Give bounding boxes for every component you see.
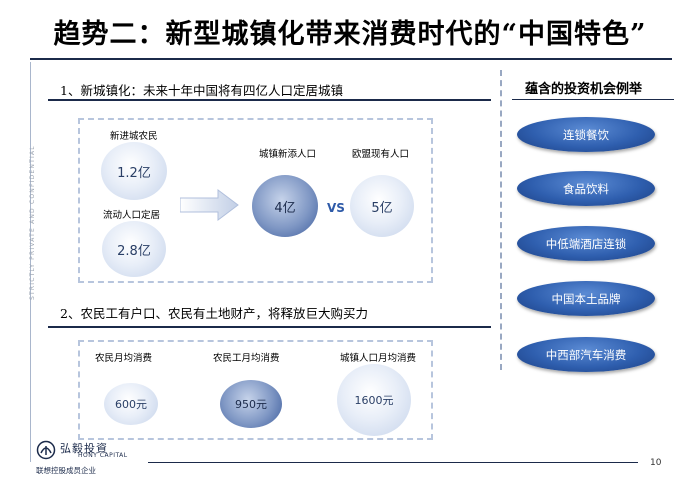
title-divider: [30, 58, 672, 60]
footer-divider: [148, 462, 638, 463]
opportunity-item: 连锁餐饮: [517, 117, 655, 152]
new-migrants-value: 1.2亿: [117, 165, 151, 181]
confidential-side-text: STRICTLY PRIVATE AND CONFIDENTIAL: [29, 145, 36, 300]
section1-heading: 1、新城镇化：未来十年中国将有四亿人口定居城镇: [60, 83, 343, 98]
farmer-spend-circle: 600元: [104, 383, 158, 425]
section2-divider: [48, 326, 491, 328]
hony-logo-icon: [36, 440, 56, 460]
farmer-spend-label: 农民月均消费: [95, 353, 153, 364]
urban-new-pop-circle: 4亿: [252, 175, 318, 237]
floating-pop-value: 2.8亿: [117, 243, 151, 259]
floating-pop-circle: 2.8亿: [102, 221, 166, 277]
right-arrow-icon: [180, 189, 239, 221]
vs-text: VS: [327, 201, 345, 215]
new-migrants-label: 新进城农民: [110, 131, 158, 142]
opportunity-item: 中国本土品牌: [517, 281, 655, 316]
logo-chinese-name: 弘毅投資: [60, 442, 108, 455]
urban-new-pop-label: 城镇新添人口: [259, 149, 317, 160]
opportunity-item: 中西部汽车消费: [517, 337, 655, 372]
opportunities-divider: [512, 99, 674, 100]
opportunity-item: 中低端酒店连锁: [517, 226, 655, 261]
eu-pop-value: 5亿: [371, 200, 393, 216]
page-number: 10: [650, 458, 662, 468]
logo-subtitle: 联想控股成员企业: [36, 466, 96, 475]
logo-english-name: HONY CAPITAL: [78, 452, 128, 459]
urban-spend-value: 1600元: [354, 394, 394, 407]
farmer-spend-value: 600元: [115, 398, 147, 411]
migrant-worker-spend-value: 950元: [235, 398, 267, 411]
eu-pop-circle: 5亿: [350, 175, 414, 237]
column-separator: [500, 70, 502, 370]
left-margin-line: [30, 62, 31, 462]
migrant-worker-spend-label: 农民工月均消费: [213, 353, 280, 364]
section1-box: [78, 118, 433, 283]
floating-pop-label: 流动人口定居: [103, 210, 161, 221]
opportunity-item: 食品饮料: [517, 171, 655, 206]
opportunities-title: 蕴含的投资机会例举: [525, 82, 643, 97]
urban-new-pop-value: 4亿: [274, 200, 296, 216]
eu-pop-label: 欧盟现有人口: [352, 149, 410, 160]
page-title: 趋势二：新型城镇化带来消费时代的“中国特色”: [53, 19, 647, 50]
urban-spend-label: 城镇人口月均消费: [340, 353, 417, 364]
new-migrants-circle: 1.2亿: [101, 142, 167, 200]
migrant-worker-spend-circle: 950元: [220, 380, 282, 428]
urban-spend-circle: 1600元: [337, 364, 411, 436]
section2-box: [78, 340, 433, 440]
section1-divider: [48, 99, 491, 101]
section2-heading: 2、农民工有户口、农民有土地财产，将释放巨大购买力: [60, 306, 368, 321]
